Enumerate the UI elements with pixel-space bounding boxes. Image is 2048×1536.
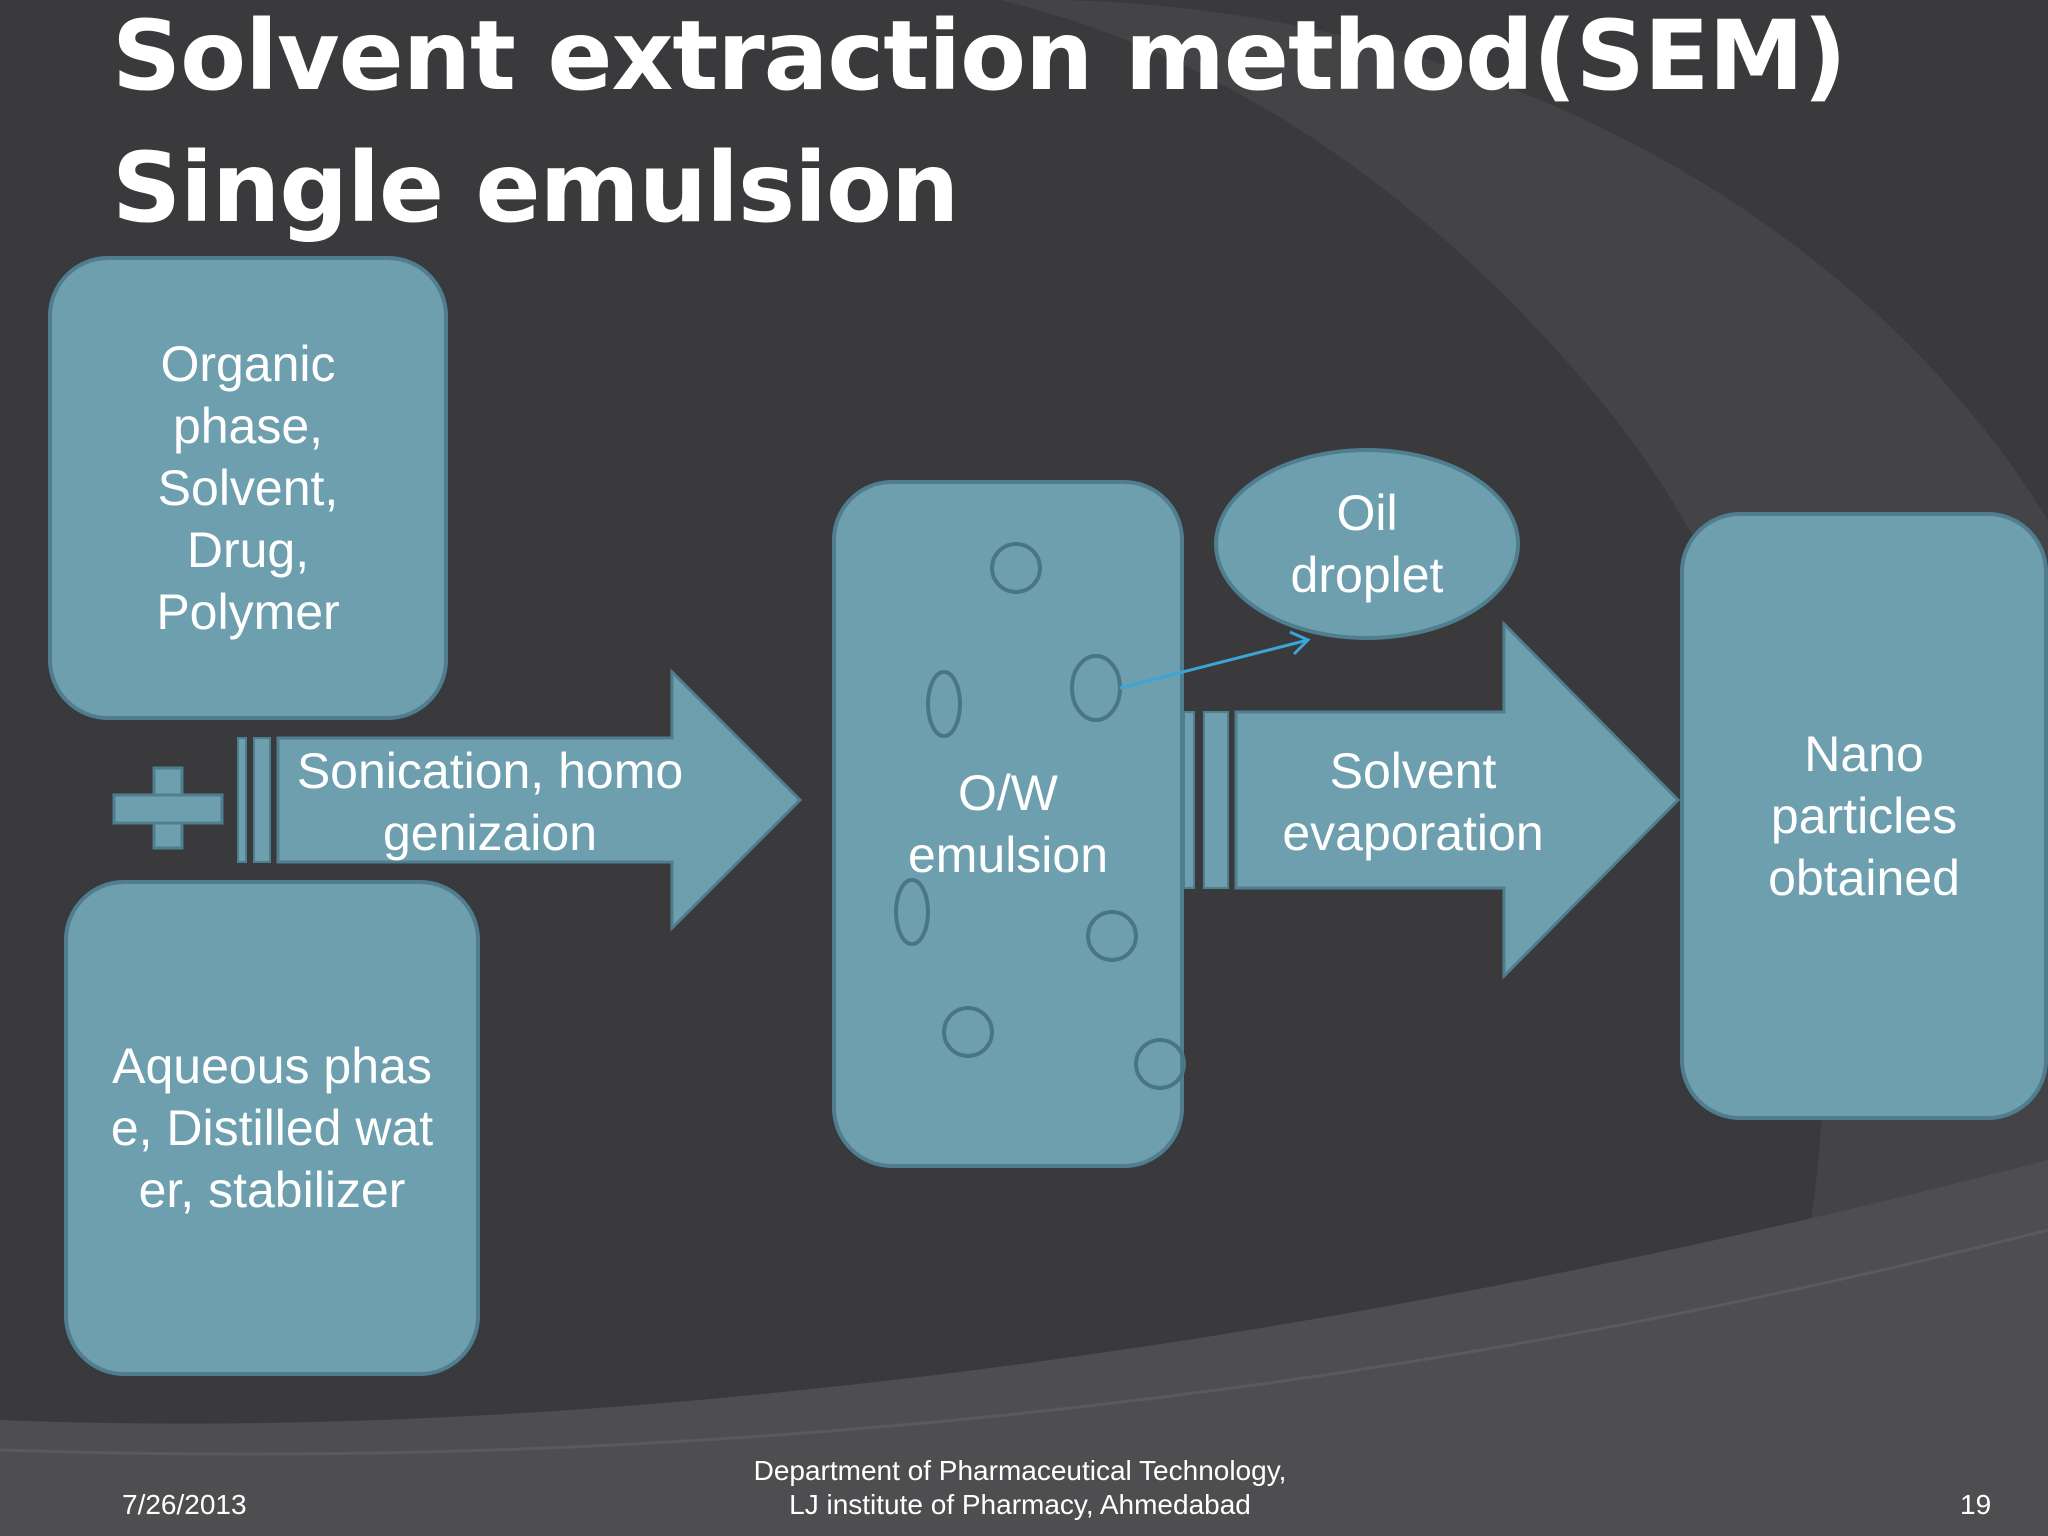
emulsion-label: O/W emulsion: [907, 765, 1109, 883]
organic-phase-label: Organic phase, Solvent, Drug, Polymer: [156, 336, 340, 640]
emulsion-box: O/W emulsion: [832, 480, 1184, 1168]
step2-label: Solvent evaporation: [1282, 743, 1544, 861]
droplet-circle: [1070, 654, 1122, 722]
footer-date: 7/26/2013: [122, 1489, 247, 1520]
connector-bars-right: [1183, 711, 1229, 889]
aqueous-phase-label: Aqueous phase, Distilled water, stabiliz…: [110, 1038, 434, 1218]
process-arrow-2: [1234, 620, 1681, 980]
process-arrow-1: [276, 668, 803, 932]
step1-label: Sonication, homogenizaion: [290, 740, 690, 864]
oil-droplet-label: Oil droplet: [1290, 485, 1444, 603]
step1-label-text: Sonication, homogenizaion: [296, 743, 684, 861]
organic-phase-box: Organic phase, Solvent, Drug, Polymer: [48, 256, 448, 720]
droplet-circle: [926, 670, 962, 738]
nanoparticles-box: Nano particles obtained: [1680, 512, 2048, 1120]
footer-department-line2: LJ institute of Pharmacy, Ahmedabad: [789, 1489, 1251, 1520]
page-number: 19: [1960, 1489, 1992, 1520]
droplet-circle: [1134, 1038, 1186, 1090]
droplet-circle: [942, 1006, 994, 1058]
droplet-circle: [894, 878, 930, 946]
slide-title-line1: Solvent extraction method(SEM): [112, 0, 1847, 112]
plus-icon: [112, 766, 224, 850]
oil-droplet-oval: Oil droplet: [1214, 448, 1520, 640]
droplet-circle: [1086, 910, 1138, 962]
slide-title-line2: Single emulsion: [112, 132, 959, 244]
connector-bars-left: [237, 737, 271, 863]
pointer-arrow: [1119, 630, 1311, 690]
droplet-circle: [990, 542, 1042, 594]
aqueous-phase-box: Aqueous phase, Distilled water, stabiliz…: [64, 880, 480, 1376]
footer-department-line1: Department of Pharmaceutical Technology,: [753, 1455, 1287, 1486]
nanoparticles-label: Nano particles obtained: [1768, 726, 1960, 906]
